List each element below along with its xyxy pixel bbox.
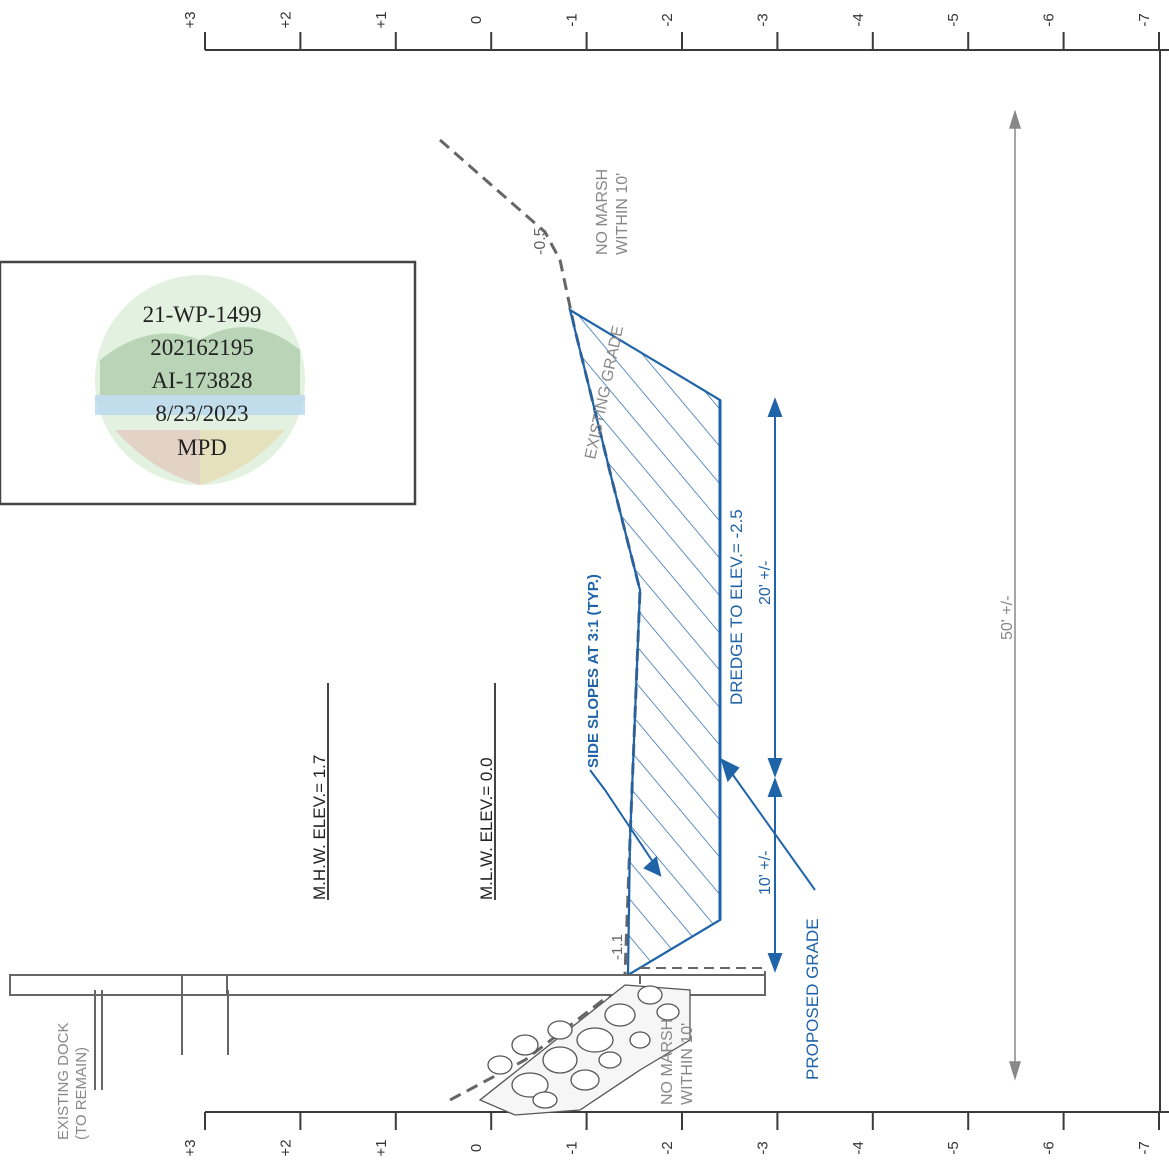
existing-dock-line-1: EXISTING DOCK <box>55 1022 72 1140</box>
bottom-scale-label: -7 <box>1136 1141 1153 1154</box>
existing-dock <box>9 967 766 1090</box>
bottom-scale-label: -6 <box>1041 1141 1058 1154</box>
bottom-scale-label: -4 <box>850 1141 867 1154</box>
top-scale-ticks: +3 +2 +1 0 -1 -2 -3 -4 -5 -6 -7 <box>182 11 1160 50</box>
elevation-bottom-label: -1.1 <box>609 934 626 960</box>
existing-grade-line <box>439 138 642 1102</box>
side-slopes-label: SIDE SLOPES AT 3:1 (TYP.) <box>585 574 602 768</box>
top-scale-label: -5 <box>945 13 962 26</box>
top-scale-label: -1 <box>564 13 581 26</box>
stamp-line-3: AI-173828 <box>152 368 253 393</box>
dim-20-label: 20' +/- <box>757 561 774 605</box>
mhw-label: M.H.W. ELEV.= 1.7 <box>310 755 329 900</box>
dimension-10ft <box>767 777 783 973</box>
no-marsh-bottom-line-1: NO MARSH <box>659 1019 676 1105</box>
bottom-scale-label: -3 <box>754 1141 771 1154</box>
side-slopes-leader <box>589 769 662 877</box>
top-scale-label: +1 <box>373 11 390 28</box>
elevation-top-label: -0.5 <box>532 227 549 255</box>
dimension-20ft <box>767 397 783 778</box>
stamp-line-5: MPD <box>177 435 227 460</box>
top-scale-label: -2 <box>659 13 676 26</box>
elevation-scale-frame <box>205 49 1169 1113</box>
existing-dock-line-2: (TO REMAIN) <box>73 1047 90 1140</box>
top-scale-label: -6 <box>1041 13 1058 26</box>
bottom-scale-label: -1 <box>564 1141 581 1154</box>
bottom-scale-label: 0 <box>468 1144 485 1152</box>
top-scale-label: +2 <box>277 11 294 28</box>
proposed-grade-label: PROPOSED GRADE <box>803 918 822 1080</box>
bottom-scale-label: -2 <box>659 1141 676 1154</box>
top-scale-label: 0 <box>468 16 485 24</box>
proposed-grade-leader <box>720 758 816 891</box>
no-marsh-bottom-line-2: WITHIN 10' <box>679 1023 696 1105</box>
mlw-label: M.L.W. ELEV.= 0.0 <box>477 757 496 900</box>
no-marsh-top-line-1: NO MARSH <box>594 169 611 255</box>
bottom-scale-ticks: +3 +2 +1 0 -1 -2 -3 -4 -5 -6 -7 <box>182 1112 1160 1157</box>
bottom-scale-label: -5 <box>945 1141 962 1154</box>
stamp-line-4: 8/23/2023 <box>155 401 248 426</box>
dim-50-label: 50' +/- <box>999 596 1016 640</box>
top-scale-label: -7 <box>1136 13 1153 26</box>
stamp-seal <box>95 275 305 485</box>
top-scale-label: +3 <box>182 11 199 28</box>
dimension-50ft <box>1008 109 1022 1081</box>
bottom-scale-label: +1 <box>373 1139 390 1156</box>
stamp-line-2: 202162195 <box>150 335 254 360</box>
dim-10-label: 10' +/- <box>757 851 774 895</box>
bottom-scale-label: +3 <box>182 1139 199 1156</box>
riprap-stones <box>478 984 691 1116</box>
no-marsh-top-line-2: WITHIN 10' <box>614 173 631 255</box>
stamp-line-1: 21-WP-1499 <box>143 302 262 327</box>
dredge-label: DREDGE TO ELEV.= -2.5 <box>727 509 746 705</box>
dredge-cut-area <box>568 307 722 977</box>
top-scale-label: -3 <box>754 13 771 26</box>
top-scale-label: -4 <box>850 13 867 26</box>
bottom-scale-label: +2 <box>277 1139 294 1156</box>
